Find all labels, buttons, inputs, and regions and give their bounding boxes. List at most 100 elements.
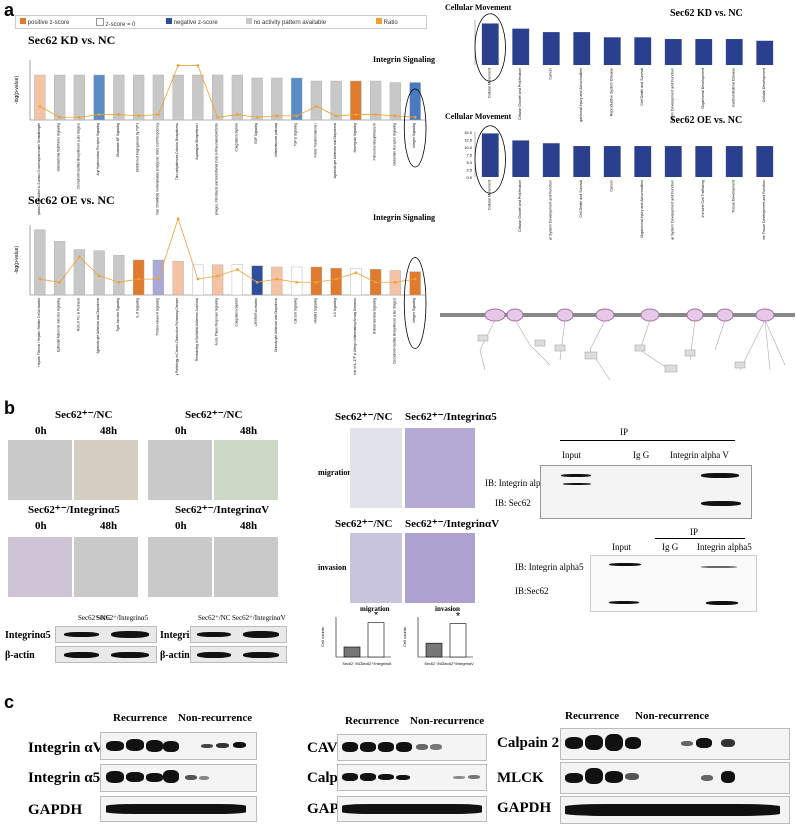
ratio-line — [39, 217, 416, 283]
c2-blot-1 — [337, 734, 487, 761]
ip2-ab: Integrin alpha5 — [697, 542, 752, 552]
bar — [634, 37, 652, 65]
c3-row-3: GAPDH — [497, 800, 552, 816]
ip2-ib2: IB:Sec62 — [515, 586, 549, 596]
tick-label: Thio-molybdenum Cofactor Biosynthesis — [175, 123, 179, 181]
oe-title: Sec62 OE vs. NC — [28, 193, 115, 207]
bar — [369, 80, 382, 121]
bar — [367, 622, 385, 658]
bar — [512, 28, 530, 65]
panel-letter-c: c — [4, 692, 15, 712]
tick-label: Role of IL-17F in Allergic Inflammatory … — [353, 298, 357, 375]
tick-label: ILK Signaling — [333, 298, 337, 317]
tick-label: Putrescine Biosynthesis III — [373, 123, 377, 160]
bar — [634, 146, 652, 177]
ratio-point — [97, 113, 101, 116]
bar — [449, 623, 467, 658]
bar — [409, 271, 421, 296]
tick-label: Integrin Signaling — [412, 298, 416, 323]
bar — [290, 266, 303, 296]
tick-label: Chondroitin Sulfate Biosynthesis (Late S… — [392, 298, 396, 364]
c1-row-2: Integrin α5 — [28, 770, 101, 786]
c1-blot-2 — [100, 764, 257, 792]
cm-label-kd: Cellular Movement — [445, 3, 512, 12]
wb-blot — [55, 626, 157, 643]
oe-title-right: Sec62 OE vs. NC — [670, 115, 743, 126]
tick-label: Reproductive System Disease — [609, 68, 613, 116]
scratch-image — [74, 440, 138, 500]
tick-label: Protein Kinase A Signaling — [155, 298, 159, 336]
wb-blot — [190, 646, 287, 663]
time-0-1: 0h — [35, 425, 47, 437]
bar — [343, 646, 361, 658]
transwell-title-4: Sec62⁺⁻/IntegrinαV — [405, 518, 500, 530]
ratio-point — [275, 277, 279, 281]
ip2-igg: Ig G — [662, 542, 679, 552]
c3-blot-1 — [560, 728, 790, 760]
bar — [132, 259, 145, 296]
ip1-ib2: IB: Sec62 — [495, 498, 531, 508]
c1-blot-1 — [100, 732, 257, 760]
oe-integrin-label: Integrin Signaling — [373, 213, 436, 222]
ratio-point — [117, 281, 121, 284]
wb-right-row-2: β-actin — [160, 650, 190, 661]
ratio-point — [354, 271, 358, 274]
tick-label: Cardiovascular System Development and Fu… — [548, 180, 552, 240]
significance-star: * — [456, 612, 461, 623]
ip1-igg: Ig G — [633, 450, 650, 460]
bar — [409, 82, 421, 121]
ratio-point — [137, 114, 140, 118]
tick-label: Cancer — [609, 179, 613, 191]
tick-label: Integrin Signaling — [412, 123, 416, 148]
ip2-blot — [590, 555, 757, 612]
bar — [350, 267, 362, 296]
tick-label: Cellular Movement — [487, 180, 491, 210]
bar — [152, 259, 165, 296]
tick-label: Organismal Injury and Abnormalities — [579, 68, 583, 122]
highlight-ellipse — [474, 13, 506, 82]
tick-label: Glioblastoma Multiforme Signaling — [57, 123, 61, 172]
y-axis-label: Cell counts — [320, 627, 325, 647]
ratio-point — [58, 281, 61, 284]
tick-label: Glutamate Receptor Signaling — [392, 123, 396, 166]
ratio-point — [157, 277, 160, 281]
micrograph — [350, 428, 402, 508]
ratio-point — [295, 114, 298, 118]
scratch-title-1: Sec62⁺⁻/NC — [55, 409, 113, 421]
tick-label: Sec62⁺/IntegrinαV — [442, 662, 474, 666]
ip2-line — [655, 538, 745, 539]
bar — [756, 40, 774, 65]
wb-right-col-1: Sec62⁺/NC — [198, 614, 231, 622]
y-tick-label: 12.5 — [464, 138, 473, 143]
ratio-point — [236, 113, 239, 116]
ratio-point — [38, 105, 42, 108]
tick-label: Cellular Growth and Proliferation — [518, 68, 522, 120]
legend-positive: positive z-score — [27, 20, 70, 26]
y-axis-label: -log(p-value) — [14, 76, 20, 104]
tick-label: Remodeling of Epithelial Adherens Juncti… — [195, 298, 199, 361]
bar — [425, 642, 443, 658]
ratio-point — [295, 281, 298, 284]
kd-title-right: Sec62 KD vs. NC — [670, 8, 743, 19]
ratio-point — [196, 277, 200, 281]
ratio-point — [394, 114, 397, 118]
y-tick-label: 2.5 — [466, 168, 472, 173]
bar — [231, 264, 244, 296]
time-0-4: 0h — [175, 520, 187, 532]
tick-label: B Beta Gamma Signaling — [373, 298, 377, 334]
micrograph — [405, 428, 475, 508]
ipa-chart-kd: -log(p-value) Tryptophan Degradation to 2… — [14, 60, 427, 215]
bar — [271, 77, 283, 121]
highlight-ellipse — [474, 125, 506, 194]
tick-label: Tryptophan Degradation to 2-amino-3-carb… — [37, 123, 41, 215]
bar — [664, 146, 682, 177]
scratch-image — [74, 537, 138, 597]
c2-blot-3 — [337, 796, 487, 822]
bar — [756, 146, 774, 177]
bar — [34, 74, 46, 121]
bar — [664, 39, 682, 65]
tick-label: Role of Macrophages, Fibroblasts and End… — [215, 123, 219, 215]
y-tick-label: 7.5 — [466, 153, 472, 158]
tick-label: Granulocyte Adhesion and Diapedesis — [274, 298, 278, 352]
